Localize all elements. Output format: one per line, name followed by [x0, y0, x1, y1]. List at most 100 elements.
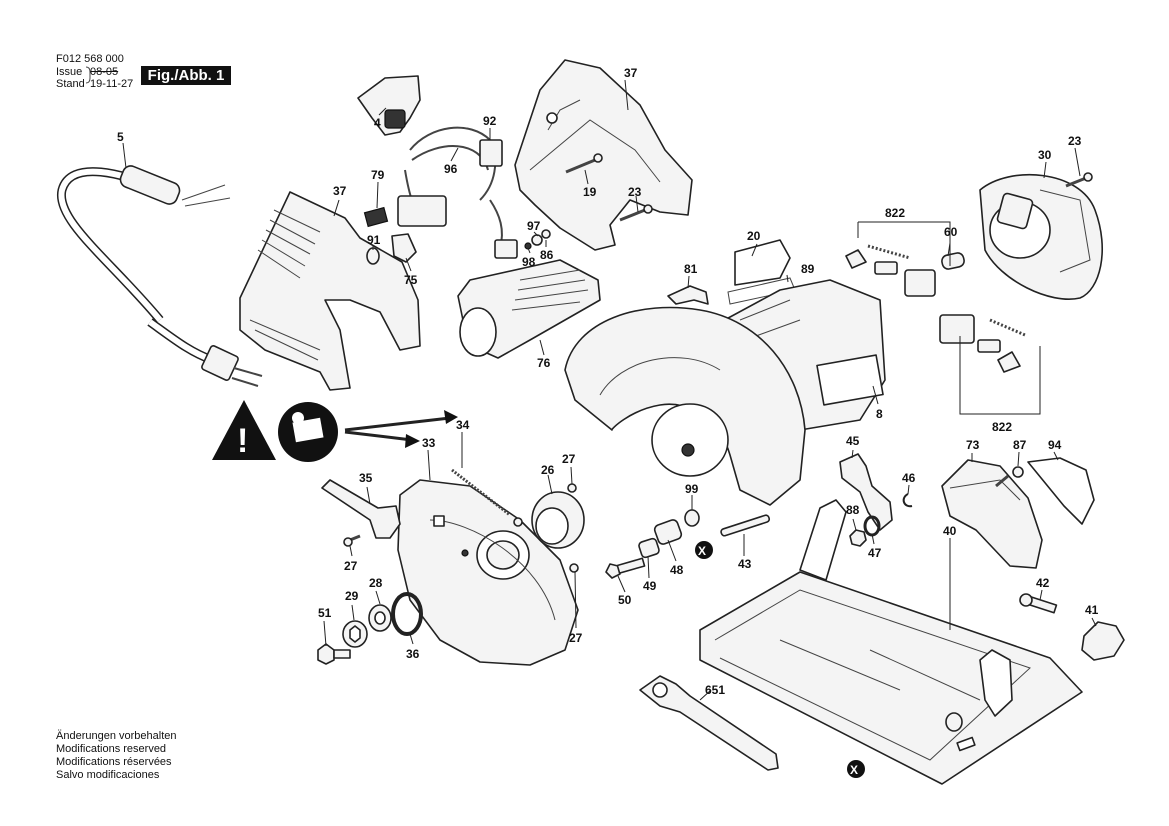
screw-19 — [565, 153, 603, 174]
callout-19: 19 — [583, 185, 597, 199]
note-english: Modifications reserved — [56, 743, 167, 755]
callout-94: 94 — [1048, 438, 1062, 452]
wiring-harness — [397, 126, 518, 259]
callout-5: 5 — [117, 130, 124, 144]
screw-27-top — [567, 483, 577, 493]
callout-41: 41 — [1085, 603, 1099, 617]
warning-icon: ! — [212, 400, 276, 460]
switch — [357, 75, 421, 136]
svg-text:X: X — [850, 763, 858, 777]
callout-labels: 4 5 8 19 20 23 23 26 27 27 27 28 29 30 3… — [117, 66, 1099, 697]
note-german: Änderungen vorbehalten — [56, 730, 177, 742]
svg-text:X: X — [698, 544, 706, 558]
bolt-50 — [605, 557, 646, 579]
ring-36 — [391, 592, 423, 636]
housing-motor-right — [514, 59, 693, 251]
sleeve-49 — [638, 537, 660, 559]
callout-30: 30 — [1038, 148, 1052, 162]
housing-handle-left — [239, 191, 421, 391]
chip-guard — [941, 459, 1043, 569]
stand-label: Stand — [56, 78, 85, 90]
bevel-bracket — [839, 453, 893, 531]
callout-26: 26 — [541, 463, 555, 477]
callout-60: 60 — [944, 225, 958, 239]
arrowhead-33 — [405, 434, 420, 448]
callout-91: 91 — [367, 233, 381, 247]
callout-46: 46 — [902, 471, 916, 485]
bolt-51 — [317, 643, 351, 665]
base-plate — [699, 499, 1083, 785]
callout-37-left: 37 — [333, 184, 347, 198]
callout-45: 45 — [846, 434, 860, 448]
callout-651: 651 — [705, 683, 725, 697]
knob-41 — [1081, 621, 1125, 661]
blade-flange — [531, 491, 585, 549]
motor-cover — [457, 259, 601, 359]
modification-notes: Änderungen vorbehalten Modifications res… — [56, 730, 176, 782]
callout-4: 4 — [374, 116, 381, 130]
callout-8: 8 — [876, 407, 883, 421]
callout-29: 29 — [345, 589, 359, 603]
clip-46 — [902, 493, 913, 508]
callout-97: 97 — [527, 219, 541, 233]
pin-60 — [941, 252, 965, 270]
callout-49: 49 — [643, 579, 657, 593]
screw-87 — [995, 466, 1024, 488]
callout-47: 47 — [868, 546, 882, 560]
screw-23-top — [619, 204, 653, 222]
issue-label: Issue — [56, 66, 83, 78]
callout-73: 73 — [966, 438, 980, 452]
arrow-to-33 — [344, 430, 413, 442]
callout-75: 75 — [404, 273, 418, 287]
note-spanish: Salvo modificaciones — [56, 769, 160, 781]
callout-79: 79 — [371, 168, 385, 182]
doc-number: F012 568 000 — [56, 53, 124, 65]
brush-holder-bottom — [939, 314, 1026, 373]
figure-label: Fig./Abb. 1 — [141, 66, 231, 85]
hex-29 — [349, 625, 361, 643]
clip — [667, 285, 709, 305]
leader-lines — [122, 79, 1097, 701]
callout-37-right: 37 — [624, 66, 638, 80]
bracket-822-top — [857, 221, 951, 266]
callout-28: 28 — [369, 576, 383, 590]
end-cap — [979, 173, 1103, 300]
pin-43 — [720, 514, 771, 537]
wrench — [639, 675, 779, 771]
motor-assembly — [564, 279, 886, 506]
sleeve-48 — [653, 519, 683, 545]
callout-98: 98 — [522, 255, 536, 269]
washer-28-hole — [374, 611, 386, 625]
callout-20: 20 — [747, 229, 761, 243]
return-spring — [451, 468, 511, 517]
callout-89: 89 — [801, 262, 815, 276]
callout-822-top: 822 — [885, 206, 905, 220]
issue-old-date: 08-05 — [90, 66, 119, 78]
bracket-822-bottom — [959, 336, 1041, 415]
screw-27-left — [343, 534, 361, 547]
callout-35: 35 — [359, 471, 373, 485]
washer-99 — [684, 509, 700, 527]
arrow-to-34 — [344, 416, 451, 432]
read-manual-icon — [278, 402, 338, 462]
label-plate — [363, 206, 389, 228]
callout-27-bottom: 27 — [569, 631, 583, 645]
power-cord — [56, 165, 263, 387]
callout-51: 51 — [318, 606, 332, 620]
arrowhead-34 — [444, 410, 458, 424]
callout-34: 34 — [456, 418, 470, 432]
spring-screw — [513, 517, 523, 527]
x-marker-base: X — [847, 760, 865, 778]
brush-holder-top — [845, 244, 936, 297]
screw-42 — [1019, 593, 1058, 614]
callout-76: 76 — [537, 356, 551, 370]
callout-81: 81 — [684, 262, 698, 276]
issue-bracket — [85, 66, 91, 84]
screw-23-right — [1065, 172, 1093, 188]
callout-27-left: 27 — [344, 559, 358, 573]
svg-text:!: ! — [237, 422, 248, 460]
screw-27-bottom — [569, 563, 579, 573]
deflector-94 — [1027, 457, 1095, 525]
callout-86: 86 — [540, 248, 554, 262]
